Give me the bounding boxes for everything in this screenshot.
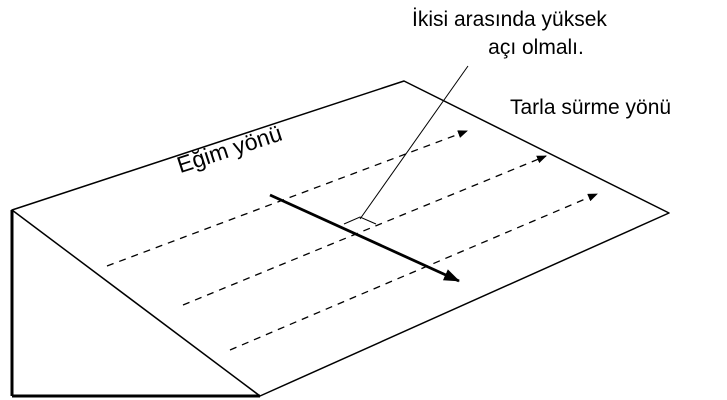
right-angle-marker [343,216,377,225]
plow-direction-label: Tarla sürme yönü [510,96,672,119]
plow-line-2 [182,155,547,306]
field-surface [11,80,670,397]
annotation-line-2: açı olmalı. [488,36,584,59]
plow-line-3 [229,193,598,351]
annotation-leader [359,65,469,220]
slope-arrow [269,193,460,283]
annotation-line-1: İkisi arasında yüksek [412,8,607,31]
